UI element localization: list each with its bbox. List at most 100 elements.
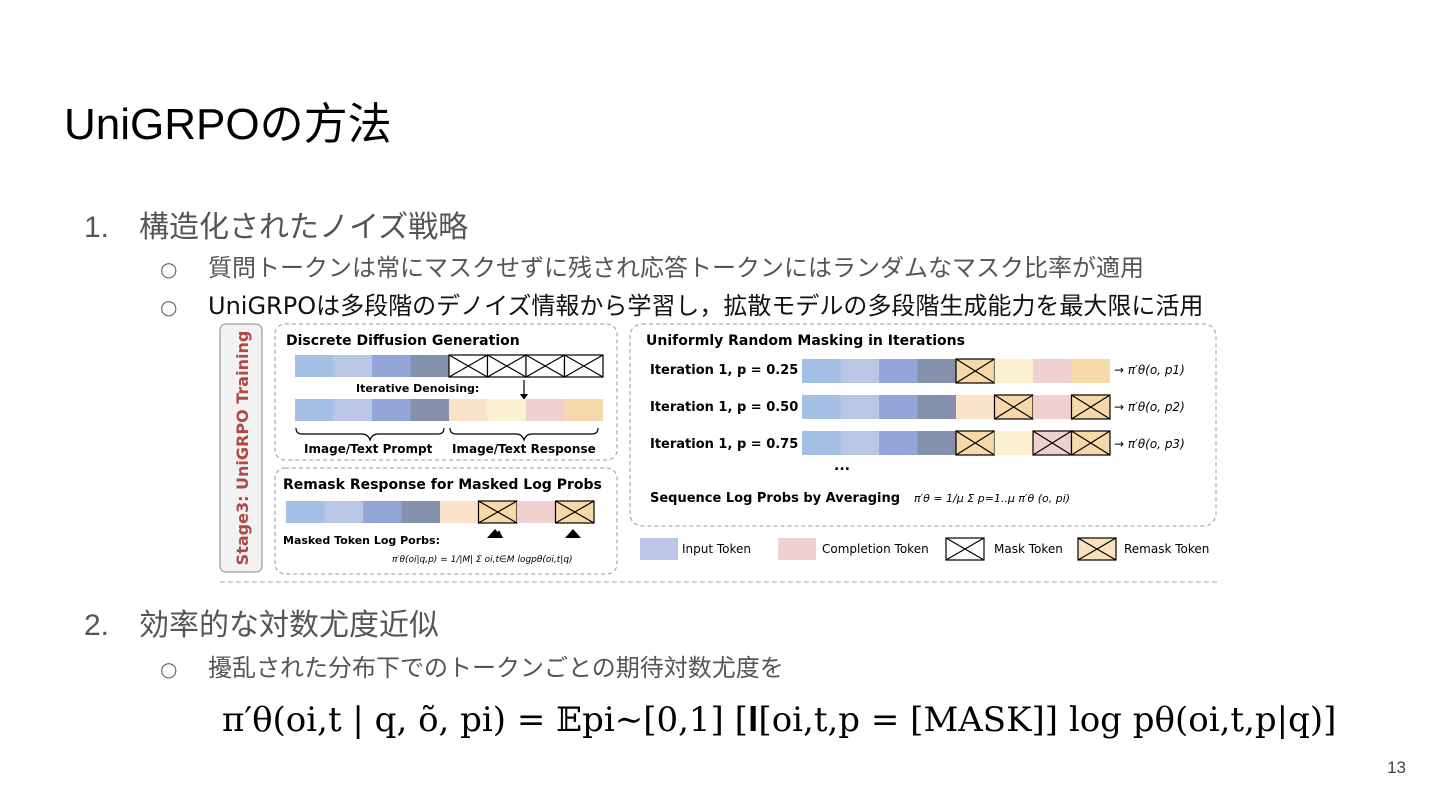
mask-cross-icon [478, 500, 518, 524]
legend-label: Mask Token [994, 542, 1063, 556]
bullet-icon: ○ [160, 257, 178, 281]
panel-a-title: Discrete Diffusion Generation [286, 333, 520, 349]
ellipsis: ... [834, 458, 850, 474]
list-item-1: 1. 構造化されたノイズ戦略 [84, 202, 468, 246]
mask-cross-icon [955, 358, 995, 384]
seq-formula: π′θ = 1/μ Σ p=1..μ π′θ (o, pi) [914, 492, 1070, 505]
panel-uniform-masking [629, 323, 1217, 527]
response-token [994, 431, 1033, 455]
input-token [410, 399, 449, 421]
token-row-noisy [295, 354, 604, 378]
mask-cross-icon [955, 430, 995, 456]
legend-label: Completion Token [822, 542, 929, 556]
input-token [286, 501, 325, 523]
response-token [1033, 395, 1072, 419]
input-token [917, 431, 956, 455]
triangle-marker-1-icon [487, 529, 503, 538]
page-title: UniGRPOの方法 [64, 100, 392, 149]
list-item-text: 構造化されたノイズ戦略 [139, 210, 469, 245]
sub-bullet-3: ○擾乱された分布下でのトークンごとの期待対数尤度を [160, 648, 784, 683]
masked-label: Masked Token Log Porbs: [283, 534, 440, 547]
list-number: 1. [84, 211, 110, 244]
mask-cross-icon [487, 354, 527, 378]
list-number: 2. [84, 609, 110, 642]
response-token [517, 501, 556, 523]
mask-cross-icon [564, 354, 604, 378]
iter-output-3: → π′θ(o, p3) [1114, 437, 1185, 451]
sub-bullet-prefix: UniGRPO [208, 292, 317, 320]
panel-c-title: Uniformly Random Masking in Iterations [646, 333, 965, 349]
input-token [802, 395, 841, 419]
mask-cross-icon [945, 537, 985, 561]
response-token [526, 399, 565, 421]
iter-output-2: → π′θ(o, p2) [1114, 400, 1185, 414]
token-row-denoised [295, 399, 603, 421]
brace-right-label: Image/Text Response [452, 442, 596, 456]
input-token [879, 431, 918, 455]
sub-bullet-text: 擾乱された分布下でのトークンごとの期待対数尤度を [208, 654, 784, 682]
sub-bullet-text: 質問トークンは常にマスクせずに残され応答トークンにはランダムなマスク比率が適用 [208, 254, 1144, 282]
mask-cross-icon [1032, 430, 1072, 456]
response-token [449, 399, 488, 421]
iter-output-1: → π′θ(o, p1) [1114, 363, 1185, 377]
brace-response [449, 427, 599, 442]
iterative-label: Iterative Denoising: [356, 382, 479, 395]
input-token [333, 399, 372, 421]
brace-left-label: Image/Text Prompt [304, 442, 433, 456]
response-token [487, 399, 526, 421]
panel-remask [274, 467, 618, 575]
mask-cross-icon [1071, 394, 1111, 420]
formula-lhs: π′θ(oi,t | q, õ, pi) [222, 700, 507, 740]
input-token [401, 501, 440, 523]
response-token [440, 501, 479, 523]
input-token [879, 359, 918, 383]
token-row-iter-1 [802, 358, 1110, 384]
arrow-head-icon [520, 394, 528, 400]
bullet-icon: ○ [160, 295, 178, 319]
input-token [295, 399, 334, 421]
list-item-text: 効率的な対数尤度近似 [139, 608, 439, 643]
input-token [372, 399, 411, 421]
triangle-marker-2-icon [565, 529, 581, 538]
list-item-2: 2. 効率的な対数尤度近似 [84, 600, 439, 644]
mask-cross-icon [1077, 537, 1117, 561]
input-token [840, 395, 879, 419]
input-token [840, 359, 879, 383]
formula-rhs: = 𝔼pi∼[0,1] [𝐈[oi,t,p = [MASK]] log pθ(o… [516, 700, 1337, 740]
input-token [879, 395, 918, 419]
sub-bullet-1: ○ 質問トークンは常にマスクせずに残され応答トークンにはランダムなマスク比率が適用 [160, 248, 1144, 283]
input-token [324, 501, 363, 523]
legend-swatch [778, 538, 816, 560]
iter-label-1: Iteration 1, p = 0.25 [650, 363, 798, 378]
page-number: 13 [1387, 758, 1406, 777]
input-token [333, 355, 372, 377]
panel-discrete-diffusion [274, 323, 618, 461]
response-token [1071, 359, 1110, 383]
input-token [295, 355, 334, 377]
token-row-iter-2 [802, 394, 1111, 420]
input-token [372, 355, 411, 377]
mask-cross-icon [525, 354, 565, 378]
legend: Input Token Completion Token Mask Token Rem… [640, 537, 1209, 561]
sub-bullet-2: ○ UniGRPOは多段階のデノイズ情報から学習し，拡散モデルの多段階生成能力を最… [160, 286, 1203, 321]
input-token [917, 359, 956, 383]
legend-swatch [640, 538, 678, 560]
response-token [1033, 359, 1072, 383]
input-token [840, 431, 879, 455]
input-token [802, 359, 841, 383]
input-token [410, 355, 449, 377]
token-row-remask [286, 500, 595, 524]
legend-label: Remask Token [1124, 542, 1209, 556]
mask-cross-icon [555, 500, 595, 524]
iter-label-2: Iteration 1, p = 0.50 [650, 400, 798, 415]
legend-label: Input Token [682, 542, 751, 556]
response-token [956, 395, 995, 419]
stage-label: Stage3: UniGRPO Training [233, 331, 252, 566]
panel-b-title: Remask Response for Masked Log Probs [283, 477, 602, 493]
sub-bullet-text: は多段階のデノイズ情報から学習し，拡散モデルの多段階生成能力を最大限に活用 [316, 292, 1204, 320]
seq-label: Sequence Log Probs by Averaging [650, 491, 900, 506]
masked-formula: π′θ(oi|q,p) = 1/|M| Σ oi,t∈M logpθ(oi,t|… [392, 555, 573, 565]
brace-prompt [295, 427, 445, 442]
response-token [994, 359, 1033, 383]
